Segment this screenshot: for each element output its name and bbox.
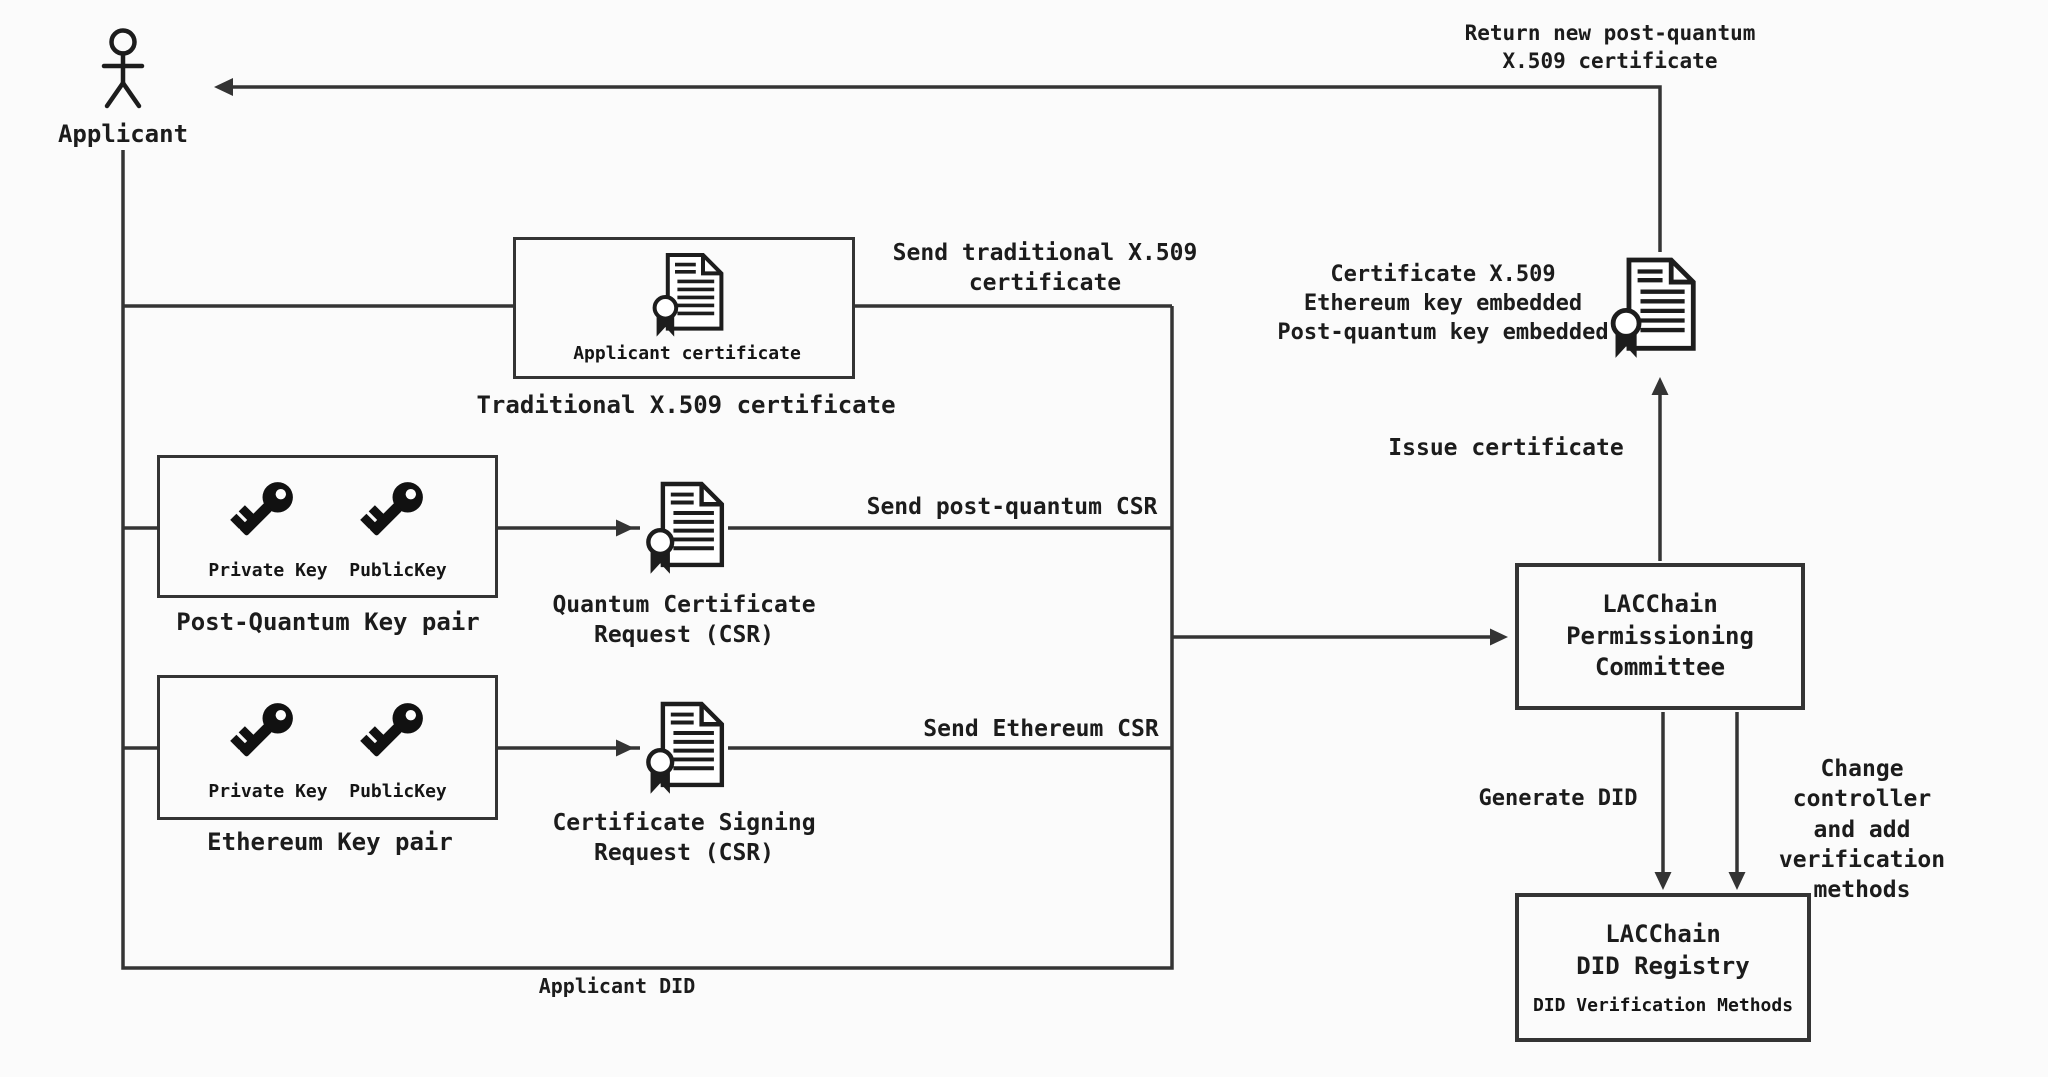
issued-certificate-caption: Certificate X.509 Ethereum key embedded … [1277,262,1609,346]
return-certificate-line [232,85,1662,256]
applicant-did-label: Applicant DID [538,974,696,998]
did-registry-box: LACChain DID Registry DID Verification M… [1515,893,1811,1042]
quantum-csr-icon [640,476,728,580]
arrowhead-change-controller [1728,872,1746,890]
did-registry-label: LACChain DID Registry [1576,920,1750,980]
arrowhead-to-applicant [214,78,233,96]
public-key-label: PublicKey [349,560,447,581]
issue-certificate-message: Issue certificate [1388,435,1624,461]
applicant-actor-icon [92,28,154,116]
arrowhead-pq-csr [616,519,634,537]
ethereum-keypair-caption: Ethereum Key pair [207,828,453,856]
arrowhead-generate-did [1654,872,1672,890]
generate-did-message: Generate DID [1478,786,1638,811]
did-verification-methods-label: DID Verification Methods [1532,994,1794,1016]
public-key-icon [353,472,433,552]
applicant-certificate-icon [647,248,727,342]
quantum-csr-caption: Quantum Certificate Request (CSR) [552,592,816,649]
traditional-certificate-box: Applicant certificate [513,237,855,379]
send-eth-csr-message: Send Ethereum CSR [923,716,1159,742]
public-key-icon [353,693,433,773]
applicant-label: Applicant [57,120,189,148]
post-quantum-keypair-caption: Post-Quantum Key pair [176,608,480,636]
send-pq-csr-message: Send post-quantum CSR [866,494,1158,520]
traditional-certificate-caption: Traditional X.509 certificate [476,391,896,419]
change-controller-message: Change controller and add verification m… [1778,756,1946,904]
public-key-label: PublicKey [349,781,447,802]
arrowhead-eth-csr [616,739,634,757]
return-certificate-message: Return new post-quantum X.509 certificat… [1464,21,1756,73]
private-key-icon [223,693,303,773]
arrowhead-to-committee [1490,628,1508,646]
private-key-label: Private Key [208,560,328,581]
arrowhead-issue-certificate [1651,377,1669,395]
ethereum-csr-icon [640,696,728,800]
ethereum-keypair-box: Private Key PublicKey [157,675,498,820]
private-key-icon [223,472,303,552]
applicant-certificate-label: Applicant certificate [573,343,801,364]
send-traditional-message: Send traditional X.509 certificate [892,240,1198,297]
permissioning-committee-label: LACChain Permissioning Committee [1566,589,1754,682]
issued-certificate-icon [1604,252,1700,364]
permissioning-committee-box: LACChain Permissioning Committee [1515,563,1805,710]
private-key-label: Private Key [208,781,328,802]
post-quantum-keypair-box: Private Key PublicKey [157,455,498,598]
signing-csr-caption: Certificate Signing Request (CSR) [552,810,816,867]
